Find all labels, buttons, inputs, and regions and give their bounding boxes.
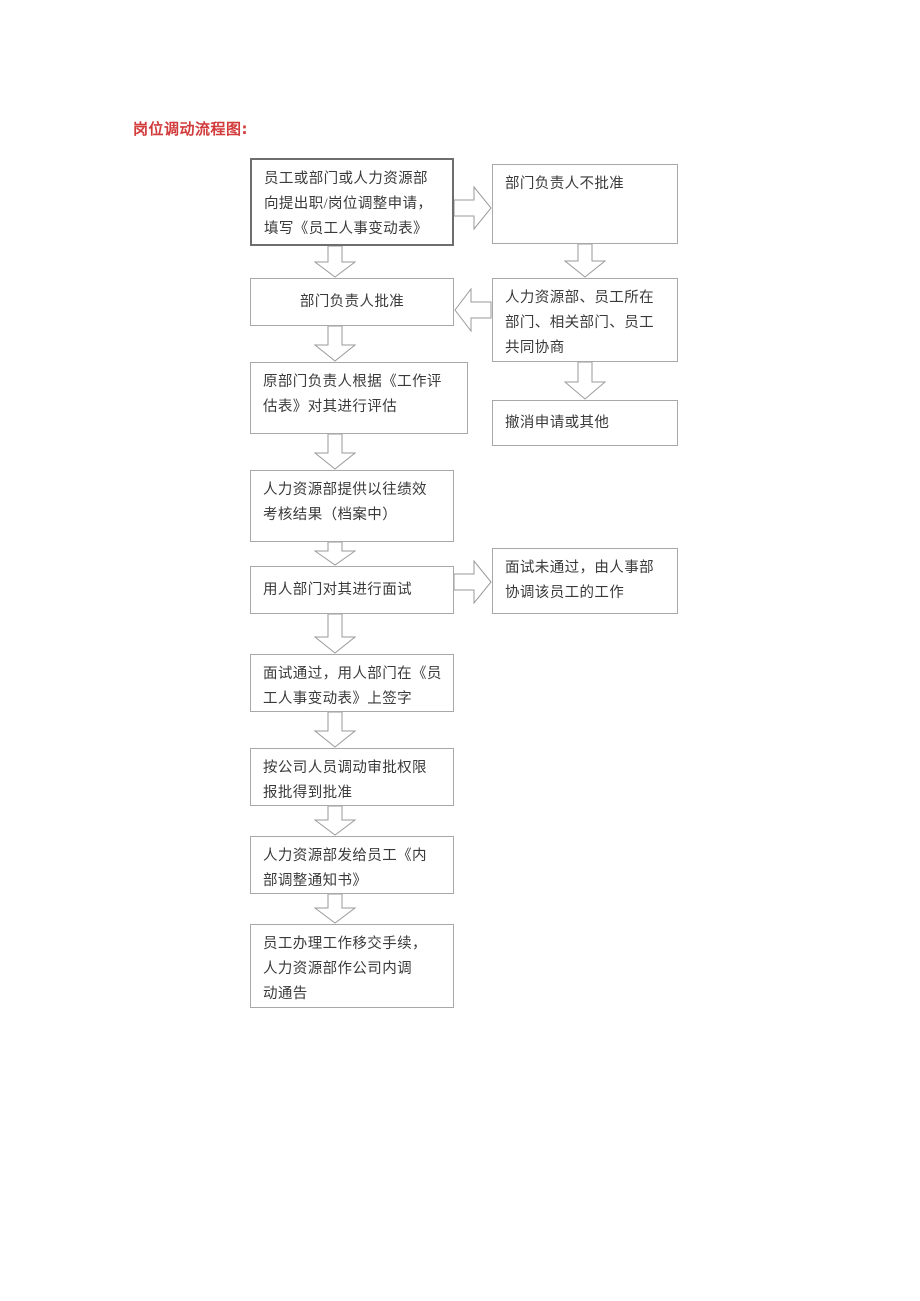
node-line: 人力资源部、员工所在 (505, 290, 654, 306)
node-line: 部门负责人不批准 (505, 176, 625, 192)
node-line: 人力资源部提供以往绩效 (263, 482, 427, 498)
node-line: 用人部门对其进行面试 (263, 581, 412, 598)
node-interview-failed-coordinate: 面试未通过，由人事部 协调该员工的工作 (492, 548, 678, 614)
arrow-notice-to-handover (314, 894, 356, 924)
arrow-negotiation-to-withdraw (564, 362, 606, 400)
arrow-interview-to-sign (314, 614, 356, 654)
node-line: 工人事变动表》上签字 (263, 691, 412, 707)
node-withdraw-or-other: 撤消申请或其他 (492, 400, 678, 446)
node-original-dept-evaluate: 原部门负责人根据《工作评 估表》对其进行评估 (250, 362, 468, 434)
node-line: 向提出职/岗位调整申请， (264, 196, 433, 212)
arrow-apply-to-reject (454, 186, 492, 230)
node-line: 人力资源部发给员工《内 (263, 848, 427, 864)
arrow-approval-to-notice (314, 806, 356, 836)
node-line: 部门负责人批准 (299, 293, 405, 310)
node-approval-authority: 按公司人员调动审批权限 报批得到批准 (250, 748, 454, 806)
node-apply-transfer: 员工或部门或人力资源部 向提出职/岗位调整申请， 填写《员工人事变动表》 (250, 158, 454, 246)
node-line: 按公司人员调动审批权限 (263, 760, 427, 776)
node-line: 面试通过，用人部门在《员 (263, 666, 442, 682)
arrow-interview-to-failed (454, 560, 492, 604)
arrow-apply-to-approve (314, 246, 356, 278)
node-line: 人力资源部作公司内调 (263, 961, 412, 977)
node-line: 撤消申请或其他 (505, 414, 610, 431)
node-interview-passed-sign: 面试通过，用人部门在《员 工人事变动表》上签字 (250, 654, 454, 712)
arrow-negotiation-to-approve (454, 288, 492, 332)
node-line: 填写《员工人事变动表》 (264, 221, 428, 237)
node-line: 共同协商 (505, 340, 565, 356)
node-line: 协调该员工的工作 (505, 585, 625, 601)
node-line: 原部门负责人根据《工作评 (263, 374, 442, 390)
node-handover-announce: 员工办理工作移交手续， 人力资源部作公司内调 动通告 (250, 924, 454, 1008)
arrow-sign-to-approval (314, 712, 356, 748)
node-hiring-dept-interview: 用人部门对其进行面试 (250, 566, 454, 614)
node-line: 考核结果（档案中） (263, 507, 398, 523)
node-hr-provide-performance: 人力资源部提供以往绩效 考核结果（档案中） (250, 470, 454, 542)
node-line: 部调整通知书》 (263, 873, 368, 889)
node-joint-negotiation: 人力资源部、员工所在 部门、相关部门、员工 共同协商 (492, 278, 678, 362)
arrow-performance-to-interview (314, 542, 356, 566)
node-line: 估表》对其进行评估 (263, 399, 398, 415)
node-line: 员工办理工作移交手续， (263, 936, 427, 952)
node-manager-reject: 部门负责人不批准 (492, 164, 678, 244)
arrow-reject-to-negotiation (564, 244, 606, 278)
node-manager-approve: 部门负责人批准 (250, 278, 454, 326)
arrow-approve-to-evaluate (314, 326, 356, 362)
node-hr-issue-notice: 人力资源部发给员工《内 部调整通知书》 (250, 836, 454, 894)
node-line: 动通告 (263, 986, 308, 1002)
arrow-evaluate-to-performance (314, 434, 356, 470)
node-line: 部门、相关部门、员工 (505, 315, 654, 331)
node-line: 报批得到批准 (263, 785, 353, 801)
node-line: 员工或部门或人力资源部 (264, 171, 428, 187)
page-title: 岗位调动流程图: (133, 120, 248, 138)
node-line: 面试未通过，由人事部 (505, 560, 654, 576)
